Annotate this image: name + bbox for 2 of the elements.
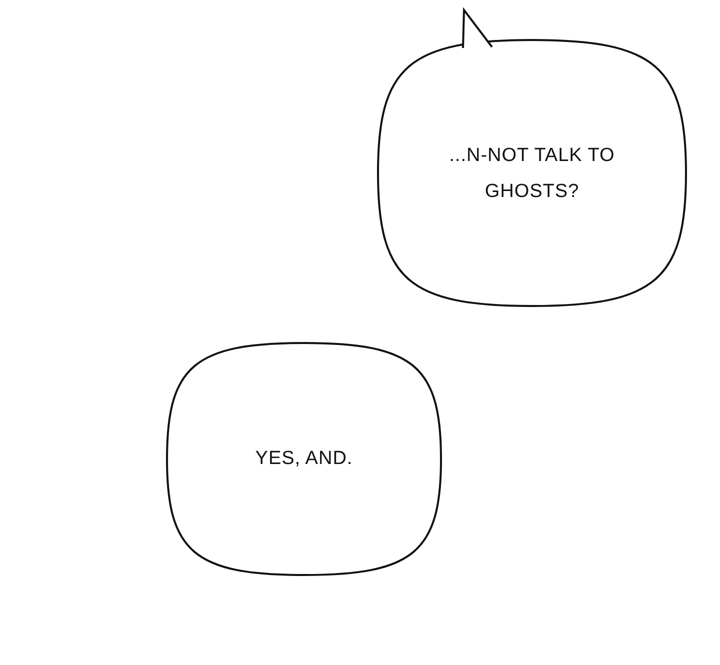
dialogue-text: ...N-NOT TALK TO GHOSTS? xyxy=(448,144,616,204)
dialogue-text: YES, AND. xyxy=(254,447,354,471)
